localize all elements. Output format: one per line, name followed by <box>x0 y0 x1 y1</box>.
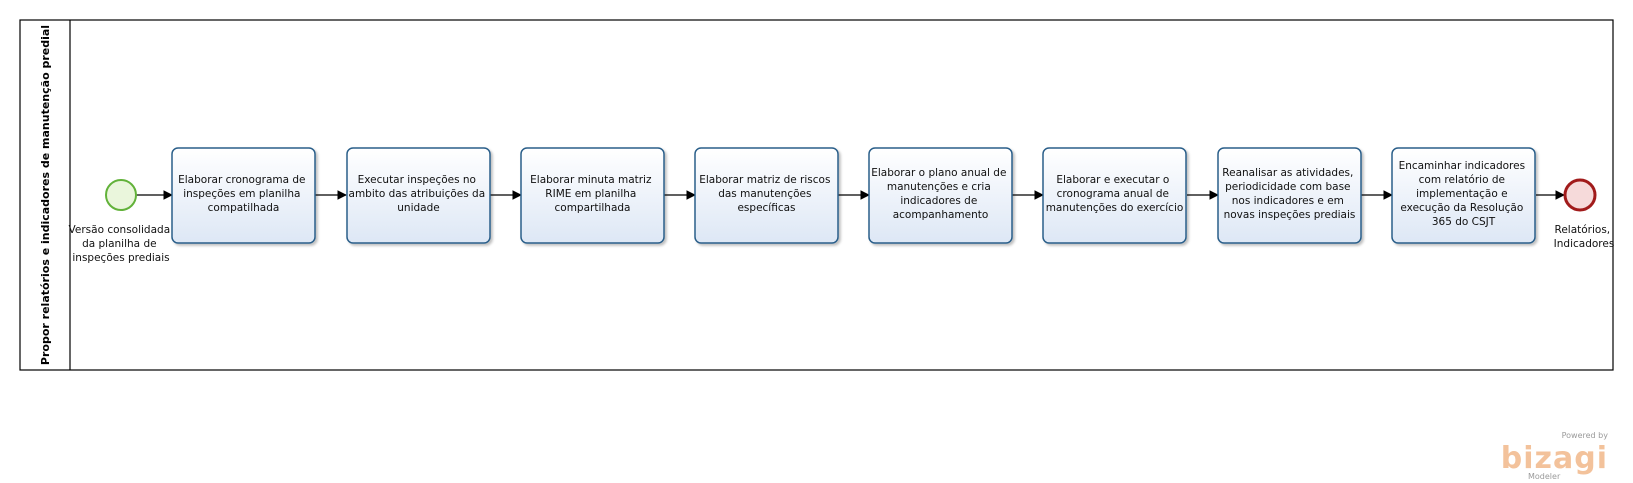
task-label: Encaminhar indicadores com relatório de … <box>1399 160 1529 228</box>
task-label-line: manutenções do exercício <box>1046 202 1184 214</box>
watermark-brand: bizagi <box>1501 441 1608 476</box>
task-label-line: específicas <box>737 202 795 214</box>
task-label-line: Encaminhar indicadores <box>1399 160 1526 172</box>
task-label-line: Elaborar minuta matriz <box>530 174 652 186</box>
task-label-line: RIME em planilha <box>545 188 636 200</box>
start-event-label-line: da planilha de <box>82 238 157 250</box>
task-box[interactable] <box>171 147 316 244</box>
task-label-line: 365 do CSJT <box>1432 216 1496 228</box>
task-box[interactable] <box>1217 147 1362 244</box>
end-event-circle[interactable] <box>1563 178 1597 212</box>
task-label-line: execução da Resolução <box>1400 202 1523 214</box>
task-label-line: ambito das atribuições da <box>349 188 486 200</box>
task-label-line: unidade <box>397 202 439 214</box>
end-event-label-line: Indicadores <box>1554 238 1615 250</box>
task-label-line: Elaborar matriz de riscos <box>699 174 830 186</box>
task-label-line: inspeções em planilha <box>183 188 300 200</box>
watermark-powered-by: Powered by <box>1562 431 1609 440</box>
task-label-line: Elaborar o plano anual de <box>871 167 1006 179</box>
task-label-line: indicadores de <box>900 195 977 207</box>
task-label: Executar inspeções no ambito das atribui… <box>349 174 489 214</box>
task-label-line: com relatório de <box>1419 174 1505 186</box>
task-label-line: das manutenções <box>718 188 811 200</box>
task-label-line: Reanalisar as atividades, <box>1222 167 1353 179</box>
task-label: Elaborar minuta matriz RIME em planilha … <box>530 174 655 214</box>
task-box[interactable] <box>1042 147 1187 244</box>
start-event-circle[interactable] <box>105 179 137 211</box>
bizagi-watermark: Powered by bizagi Modeler <box>1501 431 1608 481</box>
task-label-line: cronograma anual de <box>1057 188 1169 200</box>
task-label-line: Elaborar e executar o <box>1056 174 1169 186</box>
task-label-line: Elaborar cronograma de <box>178 174 305 186</box>
task[interactable]: Elaborar minuta matriz RIME em planilha … <box>520 147 665 244</box>
task[interactable]: Executar inspeções no ambito das atribui… <box>346 147 491 244</box>
pool-title: Propor relatórios e indicadores de manut… <box>39 25 52 365</box>
end-event-label: Relatórios, Indicadores <box>1554 224 1615 250</box>
task-label: Elaborar cronograma de inspeções em plan… <box>178 174 309 214</box>
task-label-line: compatilhada <box>208 202 280 214</box>
task[interactable]: Elaborar o plano anual de manutenções e … <box>868 147 1013 244</box>
start-event-label-line: Versão consolidada <box>69 224 171 236</box>
watermark-product: Modeler <box>1528 472 1561 481</box>
task-box[interactable] <box>1391 147 1536 244</box>
task[interactable]: Reanalisar as atividades, periodicidade … <box>1217 147 1362 244</box>
task-label: Reanalisar as atividades, periodicidade … <box>1222 167 1356 221</box>
task-box[interactable] <box>520 147 665 244</box>
task-label: Elaborar o plano anual de manutenções e … <box>871 167 1010 221</box>
task-label: Elaborar matriz de riscos das manutençõe… <box>699 174 834 214</box>
task-label-line: implementação e <box>1416 188 1508 200</box>
tasks: Elaborar cronograma de inspeções em plan… <box>171 147 1536 244</box>
task-label-line: novas inspeções prediais <box>1224 209 1356 221</box>
task-box[interactable] <box>694 147 839 244</box>
end-event-label-line: Relatórios, <box>1555 224 1611 236</box>
task-label-line: periodicidade com base <box>1225 181 1350 193</box>
task-label-line: manutenções e cria <box>887 181 991 193</box>
task-label-line: Executar inspeções no <box>358 174 476 186</box>
task-label-line: compartilhada <box>555 202 631 214</box>
start-event-label: Versão consolidada da planilha de inspeç… <box>69 224 174 264</box>
task-box[interactable] <box>346 147 491 244</box>
task[interactable]: Elaborar cronograma de inspeções em plan… <box>171 147 316 244</box>
start-event[interactable]: Versão consolidada da planilha de inspeç… <box>69 179 174 264</box>
task-box[interactable] <box>868 147 1013 244</box>
start-event-label-line: inspeções prediais <box>72 252 169 264</box>
end-event[interactable]: Relatórios, Indicadores <box>1554 178 1615 250</box>
task[interactable]: Elaborar matriz de riscos das manutençõe… <box>694 147 839 244</box>
task-label: Elaborar e executar o cronograma anual d… <box>1046 174 1184 214</box>
task[interactable]: Elaborar e executar o cronograma anual d… <box>1042 147 1187 244</box>
task-label-line: nos indicadores e em <box>1232 195 1344 207</box>
task[interactable]: Encaminhar indicadores com relatório de … <box>1391 147 1536 244</box>
task-label-line: acompanhamento <box>893 209 989 221</box>
